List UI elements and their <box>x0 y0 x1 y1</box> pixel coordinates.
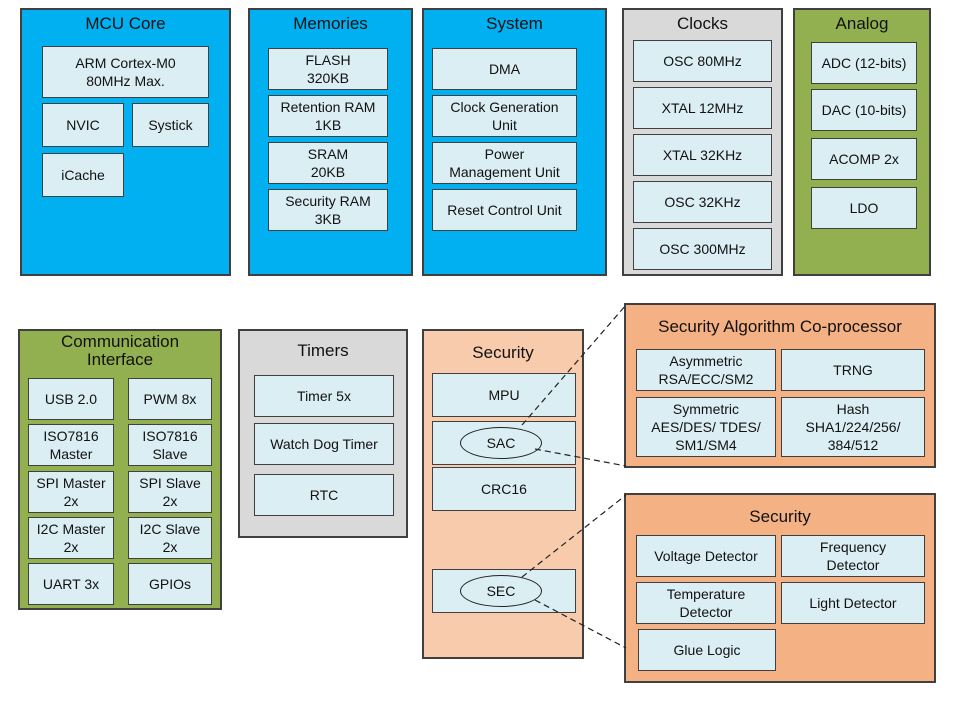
asymmetric-box: Asymmetric RSA/ECC/SM2 <box>636 349 776 391</box>
mcu-core-group: MCU Core ARM Cortex-M0 80MHz Max. NVIC S… <box>20 8 231 276</box>
xtal32-box: XTAL 32KHz <box>633 134 772 176</box>
crc16-box: CRC16 <box>432 467 576 511</box>
sec-ellipse: SEC <box>460 575 542 607</box>
xtal12-box: XTAL 12MHz <box>633 87 772 129</box>
sac-box: SAC <box>432 421 576 465</box>
nvic-box: NVIC <box>42 103 124 147</box>
spi-slave-box: SPI Slave 2x <box>128 471 212 513</box>
security-detail-group: Security Voltage Detector Frequency Dete… <box>624 493 936 683</box>
sac-connector-top <box>521 304 627 426</box>
sram-box: SRAM 20KB <box>268 142 388 184</box>
timers-group: Timers Timer 5x Watch Dog Timer RTC <box>238 329 408 538</box>
comm-interface-title: Communication Interface <box>60 332 180 369</box>
light-detector-box: Light Detector <box>781 582 925 624</box>
sac-coprocessor-group: Security Algorithm Co-processor Asymmetr… <box>624 303 936 468</box>
sac-connector-bottom <box>534 448 627 467</box>
power-mgmt-box: Power Management Unit <box>432 142 577 184</box>
glue-logic-box: Glue Logic <box>638 629 776 671</box>
osc80-box: OSC 80MHz <box>633 40 772 82</box>
dma-box: DMA <box>432 48 577 90</box>
memories-group: Memories FLASH 320KB Retention RAM 1KB S… <box>248 8 413 276</box>
security-ram-box: Security RAM 3KB <box>268 189 388 231</box>
i2c-slave-box: I2C Slave 2x <box>128 517 212 559</box>
systick-box: Systick <box>132 103 209 147</box>
voltage-detector-box: Voltage Detector <box>636 535 776 577</box>
retention-ram-box: Retention RAM 1KB <box>268 95 388 137</box>
acomp-box: ACOMP 2x <box>811 138 917 180</box>
iso7816-slave-box: ISO7816 Slave <box>128 424 212 466</box>
timers-title: Timers <box>297 341 349 360</box>
sac-coprocessor-title: Security Algorithm Co-processor <box>658 317 902 336</box>
memories-title: Memories <box>293 14 368 33</box>
frequency-detector-box: Frequency Detector <box>781 535 925 577</box>
dac-box: DAC (10-bits) <box>811 89 917 131</box>
uart-box: UART 3x <box>28 563 114 605</box>
trng-box: TRNG <box>781 349 925 391</box>
mpu-box: MPU <box>432 373 576 417</box>
sac-ellipse: SAC <box>460 427 542 459</box>
gpios-box: GPIOs <box>128 563 212 605</box>
security-detail-title: Security <box>749 507 811 526</box>
flash-box: FLASH 320KB <box>268 48 388 90</box>
security-title: Security <box>472 343 534 362</box>
adc-box: ADC (12-bits) <box>811 42 917 84</box>
system-title: System <box>486 14 543 33</box>
system-group: System DMA Clock Generation Unit Power M… <box>422 8 607 276</box>
usb-box: USB 2.0 <box>28 378 114 420</box>
iso7816-master-box: ISO7816 Master <box>28 424 114 466</box>
comm-interface-group: Communication Interface USB 2.0 PWM 8x I… <box>18 329 222 610</box>
sec-connector-bottom <box>534 599 627 649</box>
osc32-box: OSC 32KHz <box>633 181 772 223</box>
cortex-box: ARM Cortex-M0 80MHz Max. <box>42 46 209 98</box>
spi-master-box: SPI Master 2x <box>28 471 114 513</box>
analog-group: Analog ADC (12-bits) DAC (10-bits) ACOMP… <box>793 8 931 276</box>
i2c-master-box: I2C Master 2x <box>28 517 114 559</box>
reset-ctrl-box: Reset Control Unit <box>432 189 577 231</box>
ldo-box: LDO <box>811 187 917 229</box>
symmetric-box: Symmetric AES/DES/ TDES/ SM1/SM4 <box>636 397 776 457</box>
sec-box: SEC <box>432 569 576 613</box>
timer-box: Timer 5x <box>254 375 394 417</box>
temperature-detector-box: Temperature Detector <box>636 582 776 624</box>
sec-connector-top <box>521 494 627 578</box>
rtc-box: RTC <box>254 474 394 516</box>
watchdog-box: Watch Dog Timer <box>254 423 394 465</box>
clock-gen-box: Clock Generation Unit <box>432 95 577 137</box>
osc300-box: OSC 300MHz <box>633 228 772 270</box>
analog-title: Analog <box>835 14 889 33</box>
clocks-group: Clocks OSC 80MHz XTAL 12MHz XTAL 32KHz O… <box>622 8 783 276</box>
hash-box: Hash SHA1/224/256/ 384/512 <box>781 397 925 457</box>
icache-box: iCache <box>42 153 124 197</box>
pwm-box: PWM 8x <box>128 378 212 420</box>
mcu-core-title: MCU Core <box>85 14 166 33</box>
clocks-title: Clocks <box>676 14 728 33</box>
